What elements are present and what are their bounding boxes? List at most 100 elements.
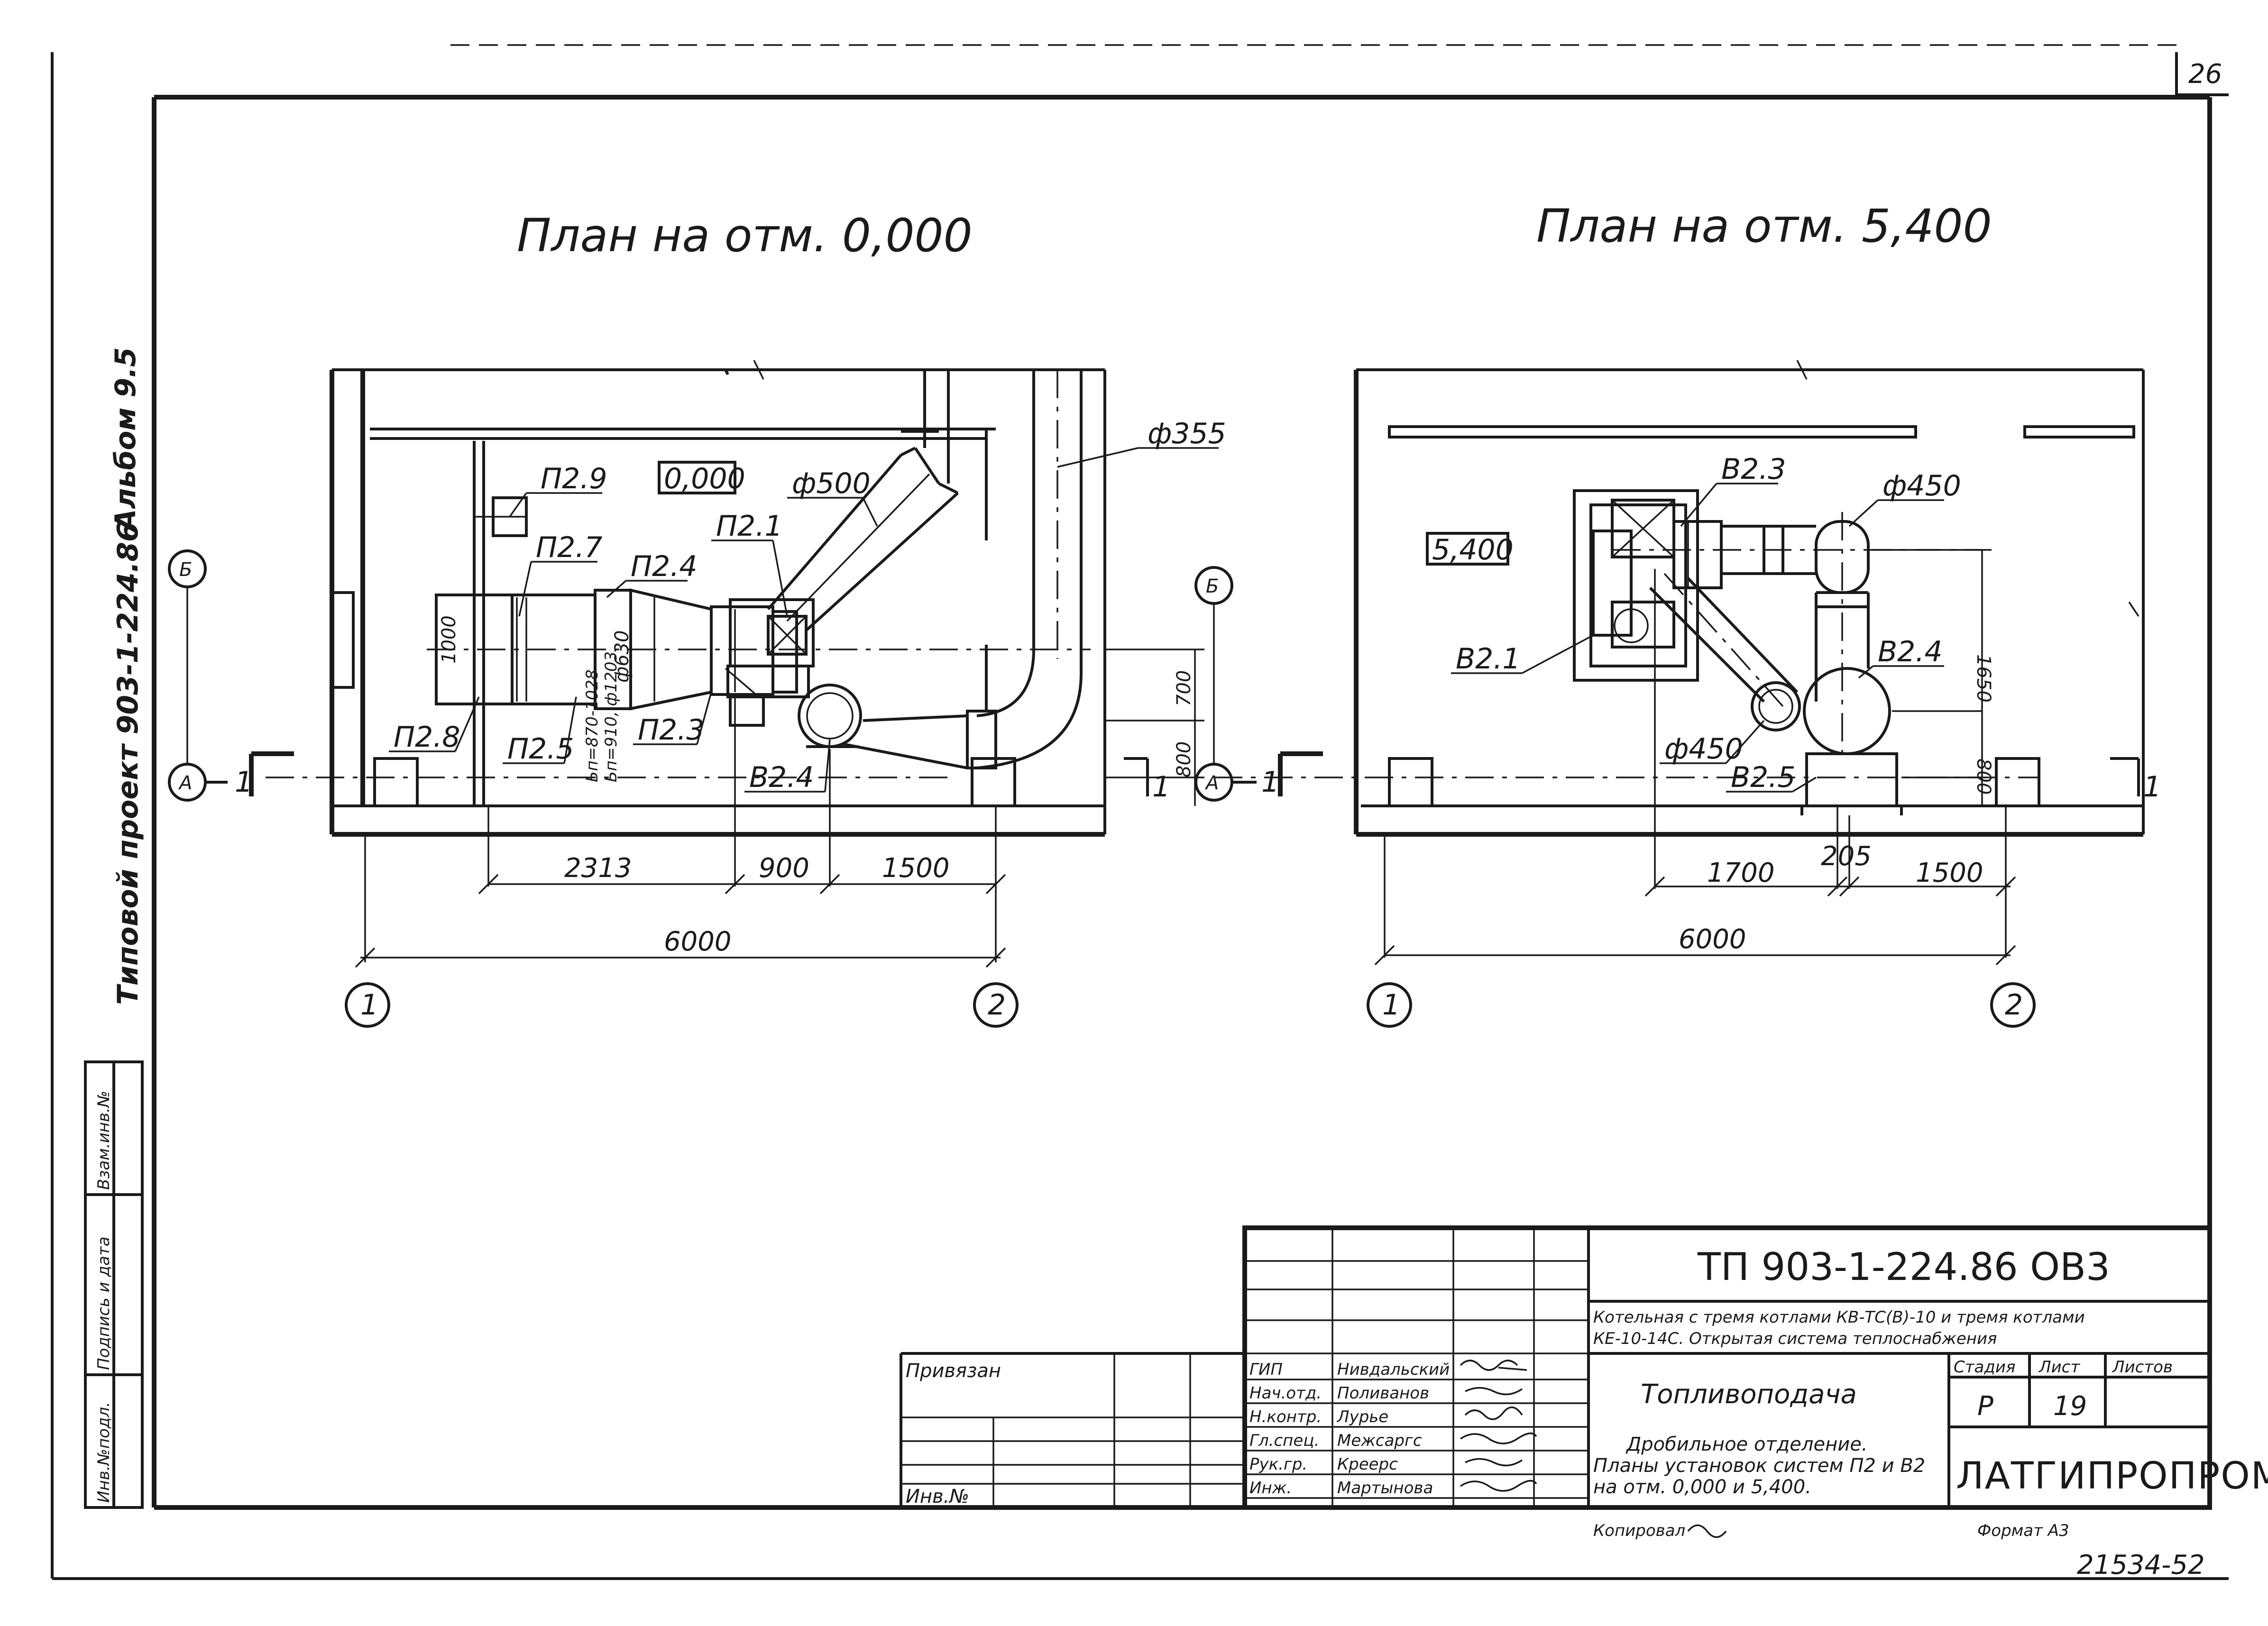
title-block (900, 1225, 2212, 1510)
plan-right-centerlines (1214, 549, 2039, 958)
format-label: Формат А3 (1977, 1521, 2069, 1540)
organization-name: ЛАТГИПРОПРОМ (1956, 1455, 2268, 1498)
name-2: Лурье (1336, 1407, 1388, 1426)
label-notes1: Ьп=870-1028 (583, 669, 602, 782)
project-desc-1: Котельная с тремя котлами КВ-ТС(В)-10 и … (1593, 1308, 2085, 1327)
stage-value: Р (1977, 1391, 1993, 1422)
dim-left-6000: 6000 (664, 926, 732, 957)
name-5: Мартынова (1337, 1479, 1433, 1498)
plan-right-dimensions (1374, 550, 2016, 966)
label-b25: В2.5 (1731, 761, 1796, 794)
list-header: Лист (2038, 1358, 2080, 1377)
inventory-number: 21534-52 (2077, 1550, 2205, 1580)
label-d450a: ф450 (1882, 469, 1961, 502)
axis-right-2 (1990, 982, 2036, 1028)
album-label: Альбом 9.5 (109, 347, 142, 533)
dim-right-800: 800 (1973, 758, 1994, 795)
dim-left-700: 700 (1173, 670, 1195, 706)
axis-mid-B-label: Б (1206, 575, 1219, 597)
lists-header: Листов (2112, 1358, 2173, 1377)
sheet-title-2: Планы установок систем П2 и В2 (1593, 1455, 1925, 1477)
role-1: Нач.отд. (1249, 1384, 1322, 1403)
axis-right-1 (1367, 982, 1412, 1028)
signatures (1460, 1360, 1537, 1492)
sheet-title-3: на отм. 0,000 и 5,400. (1593, 1476, 1811, 1498)
axis-left-1-label: 1 (360, 988, 378, 1022)
duct-d450-diagonal (1649, 573, 1801, 731)
dim-left-900: 900 (759, 853, 809, 884)
label-d630: ф630 (611, 630, 633, 683)
label-notes2: Ьп=910,·ф1203 (602, 651, 621, 782)
object-name: Топливоподача (1641, 1379, 1857, 1410)
dim-left-2313: 2313 (564, 853, 632, 884)
dim-right-205: 205 (1821, 841, 1872, 872)
duct-d500 (767, 370, 959, 632)
label-b23: В2.3 (1721, 453, 1786, 486)
side-sign-label: Подпись и дата (94, 1236, 113, 1370)
label-d355: ф355 (1148, 417, 1226, 450)
list-number: 19 (2053, 1391, 2087, 1422)
dim-right-1500: 1500 (1916, 858, 1983, 888)
page-number: 26 (2188, 59, 2222, 90)
section-mid-1: 1 (1261, 766, 1279, 799)
duct-d355 (844, 370, 1083, 769)
label-p21: П2.1 (716, 510, 783, 543)
duct-d450-horizontal (1612, 525, 1992, 575)
project-desc-2: КЕ-10-14С. Открытая система теплоснабжен… (1593, 1329, 1997, 1348)
plan-left-title: План на отм. 0,000 (517, 209, 973, 262)
dim-left-1500: 1500 (882, 853, 950, 884)
role-3: Гл.спец. (1249, 1431, 1319, 1450)
axis-right-2-label: 2 (2005, 988, 2023, 1022)
axis-left-1 (345, 982, 390, 1028)
dim-right-1700: 1700 (1707, 858, 1775, 888)
role-2: Н.контр. (1249, 1407, 1322, 1426)
sheet-title-1: Дробильное отделение. (1625, 1434, 1868, 1455)
axis-left-A-label: А (178, 772, 192, 794)
axis-left-2 (973, 982, 1019, 1028)
dim-left-800: 800 (1173, 741, 1195, 777)
privyazan-label: Привязан (906, 1360, 1001, 1382)
side-replace-label: Взам.инв.№ (94, 1091, 113, 1190)
fan-b24-left (798, 684, 862, 748)
name-3: Межсаргс (1337, 1431, 1422, 1450)
label-p28: П2.8 (394, 721, 460, 754)
inv-label: Инв.№ (906, 1486, 969, 1507)
label-p27: П2.7 (536, 531, 603, 564)
plan-right-walls (1354, 360, 2145, 837)
document-code: ТП 903-1-224.86 ОВ3 (1697, 1245, 2110, 1289)
role-4: Рук.гр. (1249, 1455, 1307, 1474)
side-stamp: Инв.№подл. Подпись и дата Взам.инв.№ (84, 1060, 144, 1509)
project-label: Типовой проект 903-1-224.86 (111, 522, 145, 1005)
axis-right-1-label: 1 (1382, 988, 1400, 1022)
label-h1000: 1000 (438, 615, 460, 664)
label-b21: В2.1 (1456, 642, 1521, 676)
plan-left-dimensions (355, 649, 1196, 968)
label-b24-right: В2.4 (1878, 635, 1943, 668)
label-p24: П2.4 (631, 550, 698, 583)
side-inv-label: Инв.№подл. (94, 1402, 113, 1503)
plan-right-title: План на отм. 5,400 (1536, 200, 1992, 253)
label-p29: П2.9 (541, 462, 607, 495)
role-0: ГИП (1249, 1360, 1283, 1379)
name-4: Креерс (1337, 1455, 1398, 1474)
label-b24-left: В2.4 (749, 761, 814, 794)
axis-mid-A-label: А (1204, 772, 1219, 794)
label-p23: П2.3 (638, 713, 705, 747)
plan-left-centerlines (266, 516, 1204, 962)
base-b25 (1800, 752, 1903, 815)
label-d500: ф500 (792, 467, 871, 500)
role-5: Инж. (1249, 1479, 1292, 1498)
fan-b24-right (1803, 512, 1891, 755)
dim-right-1650: 1650 (1973, 654, 1994, 703)
stage-header: Стадия (1954, 1358, 2015, 1377)
name-0: Нивдальский (1337, 1360, 1450, 1379)
copied-signature (1687, 1524, 1727, 1538)
plan-left-walls (330, 360, 1106, 837)
plan-right-level-mark: 5,400 (1432, 533, 1514, 566)
label-p25: П2.5 (507, 732, 574, 766)
axis-left-2-label: 2 (988, 988, 1006, 1022)
copied-label: Копировал (1593, 1521, 1685, 1540)
axis-left-B-label: Б (179, 559, 192, 581)
dim-right-6000: 6000 (1679, 924, 1746, 955)
